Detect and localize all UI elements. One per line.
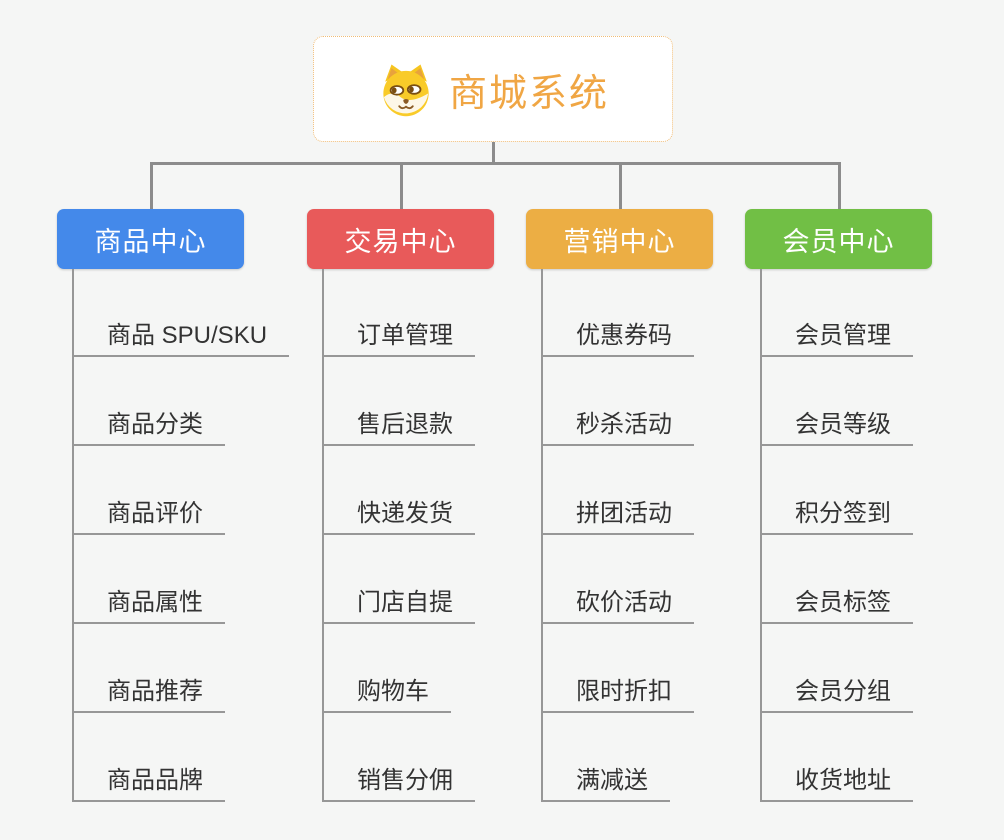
root-title: 商城系统 — [448, 72, 609, 115]
connector-drop — [837, 162, 841, 209]
branch-item[interactable]: 销售分佣 — [322, 765, 475, 802]
branch-item[interactable]: 限时折扣 — [541, 676, 694, 713]
branch-item[interactable]: 收货地址 — [760, 765, 913, 802]
branch-item[interactable]: 秒杀活动 — [541, 409, 694, 446]
branch-node[interactable]: 商品中心 — [57, 209, 244, 269]
branch-item[interactable]: 商品品牌 — [72, 765, 225, 802]
branch-trunk-line — [760, 269, 762, 802]
connector-rail — [149, 162, 841, 165]
branch-item[interactable]: 商品属性 — [72, 587, 225, 624]
branch-node[interactable]: 营销中心 — [526, 209, 713, 269]
branch-item[interactable]: 会员标签 — [760, 587, 913, 624]
connector-drop — [399, 162, 403, 209]
branch-item[interactable]: 商品分类 — [72, 409, 225, 446]
branch-item[interactable]: 商品 SPU/SKU — [72, 320, 290, 357]
branch-item[interactable]: 优惠券码 — [541, 320, 694, 357]
connector-drop — [618, 162, 622, 209]
branch-item[interactable]: 拼团活动 — [541, 498, 694, 535]
branch-item[interactable]: 砍价活动 — [541, 587, 694, 624]
branch-item[interactable]: 会员管理 — [760, 320, 913, 357]
branch-trunk-line — [322, 269, 324, 802]
branch-node[interactable]: 交易中心 — [307, 209, 494, 269]
branch-item[interactable]: 购物车 — [322, 676, 451, 713]
branch-item[interactable]: 商品评价 — [72, 498, 225, 535]
branch-item[interactable]: 订单管理 — [322, 320, 475, 357]
branch-trunk-line — [541, 269, 543, 802]
branch-node[interactable]: 会员中心 — [745, 209, 932, 269]
branch-item[interactable]: 商品推荐 — [72, 676, 225, 713]
branch-item[interactable]: 快递发货 — [322, 498, 475, 535]
branch-item[interactable]: 会员分组 — [760, 676, 913, 713]
branch-item[interactable]: 满减送 — [541, 765, 670, 802]
root-node[interactable]: 商城系统 — [313, 36, 673, 142]
branch-item[interactable]: 门店自提 — [322, 587, 475, 624]
branch-trunk-line — [72, 269, 74, 802]
root-connector-stub — [492, 141, 495, 162]
branch-item[interactable]: 会员等级 — [760, 409, 913, 446]
branch-item[interactable]: 积分签到 — [760, 498, 913, 535]
connector-drop — [149, 162, 153, 209]
shiba-dog-icon — [383, 64, 429, 117]
branch-item[interactable]: 售后退款 — [322, 409, 475, 446]
